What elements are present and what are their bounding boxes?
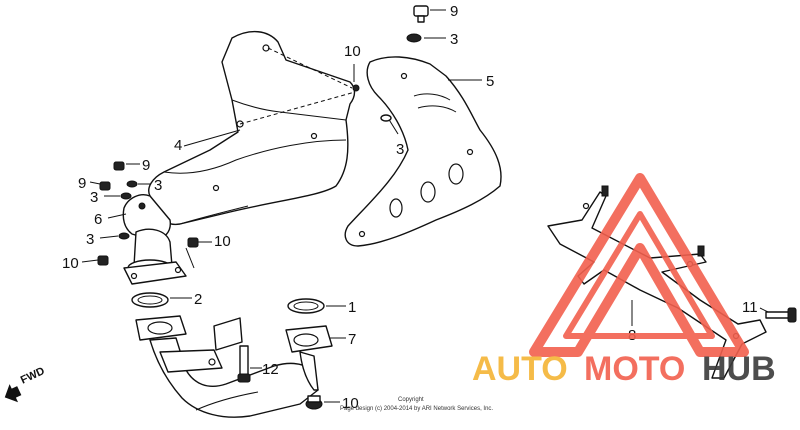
nut-10-left[interactable] <box>97 255 109 266</box>
watermark-moto: MOTO <box>584 350 685 388</box>
nut-10-mid[interactable] <box>187 237 199 248</box>
washer-3-a[interactable] <box>126 180 138 188</box>
part-6-joint-collar[interactable] <box>122 194 171 241</box>
watermark-hub: HUB <box>702 350 776 388</box>
fwd-label: FWD <box>19 365 47 386</box>
callout-3-a: 3 <box>154 177 162 194</box>
callout-5: 5 <box>486 73 494 90</box>
watermark-auto: AUTO <box>472 350 568 388</box>
forward-arrow-icon <box>4 384 22 403</box>
part-1-gasket[interactable] <box>287 298 325 314</box>
leader-11 <box>759 307 769 313</box>
forward-direction-indicator: FWD <box>4 365 47 403</box>
callout-3-mid: 3 <box>396 141 404 158</box>
callout-10-bottom: 10 <box>342 395 359 412</box>
callout-2: 2 <box>194 291 202 308</box>
part-5-side-heat-shield[interactable] <box>344 56 502 247</box>
leader-10-left <box>81 259 99 263</box>
part-4-heat-shield[interactable] <box>148 31 360 226</box>
callout-12: 12 <box>262 361 279 378</box>
callout-1: 1 <box>348 299 356 316</box>
callout-4: 4 <box>174 137 182 154</box>
copyright-line2: Page design (c) 2004-2014 by ARI Network… <box>340 406 493 412</box>
callout-10-mid: 10 <box>214 233 231 250</box>
watermark-triangle-logo <box>529 173 749 357</box>
callout-3-c: 3 <box>86 231 94 248</box>
leader-4 <box>183 129 241 147</box>
callout-9-top: 9 <box>450 3 458 20</box>
mount-dash-b <box>239 91 356 125</box>
leader-3c <box>99 235 119 239</box>
part-2-gasket[interactable] <box>131 292 169 308</box>
mount-dash-a <box>267 47 353 89</box>
callout-7: 7 <box>348 331 356 348</box>
exhaust-pipe-inlet[interactable] <box>123 228 187 285</box>
automotohub-watermark: AUTO MOTO HUB <box>472 173 776 388</box>
callout-10-left: 10 <box>62 255 79 272</box>
part-11-bolt[interactable] <box>765 307 797 323</box>
callout-3-b: 3 <box>90 189 98 206</box>
callout-6: 6 <box>94 211 102 228</box>
washer-3-top[interactable] <box>406 33 422 43</box>
bolt-9-a[interactable] <box>113 161 125 171</box>
part-12-stud[interactable] <box>213 317 251 383</box>
callout-9-b: 9 <box>78 175 86 192</box>
bolt-9-top[interactable] <box>413 5 429 23</box>
leader-6 <box>107 213 127 219</box>
callout-3-top: 3 <box>450 31 458 48</box>
callout-9-a: 9 <box>142 157 150 174</box>
leader-10-drop <box>185 247 195 269</box>
bolt-9-b[interactable] <box>99 181 111 191</box>
nut-10-bottom[interactable] <box>305 395 323 410</box>
copyright-line1: Copyright <box>398 397 424 403</box>
exhaust-pipe-lower[interactable] <box>135 315 333 418</box>
washer-3-mid[interactable] <box>380 114 392 122</box>
leader-9b <box>89 181 101 185</box>
washer-3-b[interactable] <box>120 192 132 200</box>
callout-11: 11 <box>742 299 758 316</box>
callout-10-top: 10 <box>344 43 361 60</box>
washer-3-c[interactable] <box>118 232 130 240</box>
